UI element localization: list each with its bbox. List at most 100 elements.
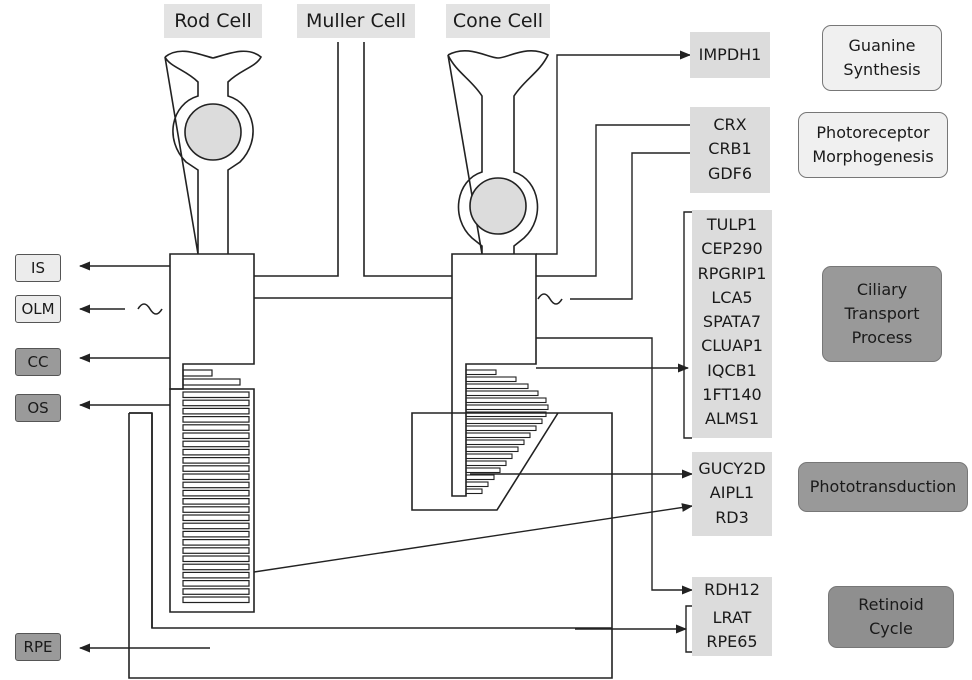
- rod-disk: [183, 540, 249, 546]
- cone-disk: [466, 433, 530, 438]
- rod-disk: [183, 379, 240, 385]
- cone-disk: [466, 391, 538, 396]
- rod-disk: [183, 499, 249, 505]
- gene-lca5: LCA5: [692, 286, 772, 310]
- rod-disk: [183, 449, 249, 455]
- layer-rpe: RPE: [15, 633, 61, 661]
- rod-disk: [183, 507, 249, 513]
- cone-nucleus: [470, 178, 526, 234]
- rod-disk: [183, 589, 249, 595]
- cone-disk: [466, 377, 516, 382]
- rod-inner-segment: [170, 254, 254, 389]
- ciliary-bracket: [684, 212, 692, 438]
- rpe-outline-inner: [129, 413, 152, 628]
- gene-box-ciliary: TULP1 CEP290 RPGRIP1 LCA5 SPATA7 CLUAP1 …: [692, 210, 772, 438]
- cone-disks: [466, 370, 548, 494]
- cone-disk: [466, 419, 542, 424]
- gene-rpgrip1: RPGRIP1: [692, 262, 772, 286]
- rod-disk: [183, 523, 249, 529]
- cone-disk: [466, 489, 482, 494]
- cone-disk: [466, 447, 518, 452]
- gene-spata7: SPATA7: [692, 310, 772, 334]
- rod-disk: [183, 581, 249, 587]
- rod-cell-title: Rod Cell: [164, 4, 262, 38]
- olm-wave-cone: [538, 294, 562, 304]
- category-phototransduction-label: Phototransduction: [810, 475, 957, 499]
- gene-iqcb1: IQCB1: [692, 359, 772, 383]
- gene-cep290: CEP290: [692, 237, 772, 261]
- rod-disk: [183, 572, 249, 578]
- rod-disk: [183, 392, 249, 398]
- rod-disk: [183, 425, 249, 431]
- gene-lrat: LRAT: [692, 606, 772, 630]
- category-retinoid-cycle-label: Retinoid Cycle: [858, 593, 924, 641]
- gene-crx: CRX: [690, 113, 770, 137]
- olm-wave-rod: [138, 304, 162, 314]
- aipl1-arrow: [254, 506, 692, 572]
- rod-disk: [183, 548, 249, 554]
- rod-disk: [183, 564, 249, 570]
- cone-disk: [466, 426, 536, 431]
- gene-gucy2d: GUCY2D: [692, 457, 772, 481]
- cone-disk: [466, 454, 512, 459]
- category-guanine-synthesis-label: Guanine Synthesis: [843, 34, 920, 82]
- layer-is: IS: [15, 254, 61, 282]
- gene-rdh12: RDH12: [692, 578, 772, 602]
- rod-disk: [183, 597, 249, 603]
- layer-cc: CC: [15, 348, 61, 376]
- gene-cluap1: CLUAP1: [692, 334, 772, 358]
- impdh1-arrow: [536, 55, 690, 254]
- rod-disk: [183, 556, 249, 562]
- cone-disk: [466, 461, 506, 466]
- layer-olm: OLM: [15, 295, 61, 323]
- crx-arrow: [536, 125, 705, 276]
- gene-tulp1: TULP1: [692, 213, 772, 237]
- rod-disk: [183, 370, 212, 376]
- category-retinoid-cycle: Retinoid Cycle: [828, 586, 954, 648]
- muller-cell: [254, 42, 452, 298]
- rod-disk: [183, 482, 249, 488]
- cone-disk: [466, 468, 500, 473]
- category-photoreceptor-morphogenesis-label: Photoreceptor Morphogenesis: [812, 121, 933, 169]
- gene-rpe65: RPE65: [692, 630, 772, 654]
- gene-impdh1: IMPDH1: [690, 43, 770, 67]
- rod-disks: [183, 370, 249, 603]
- rdh12-arrow: [536, 338, 692, 590]
- gene-box-guanine: IMPDH1: [690, 32, 770, 78]
- rod-nucleus: [185, 104, 241, 160]
- cone-disk: [466, 398, 546, 403]
- gene-aipl1: AIPL1: [692, 481, 772, 505]
- category-photoreceptor-morphogenesis: Photoreceptor Morphogenesis: [798, 112, 948, 178]
- rod-disk: [183, 515, 249, 521]
- rod-disk: [183, 474, 249, 480]
- crb1-arrow: [570, 153, 705, 299]
- gene-box-phototransduction: GUCY2D AIPL1 RD3: [692, 452, 772, 536]
- rod-disk: [183, 466, 249, 472]
- gene-gdf6: GDF6: [690, 162, 770, 186]
- cone-disk: [466, 370, 496, 375]
- cone-disk: [466, 440, 524, 445]
- gene-1ft140: 1FT140: [692, 383, 772, 407]
- gene-box-retinoid-rdh12: RDH12: [692, 577, 772, 604]
- gene-rd3: RD3: [692, 506, 772, 530]
- cone-disk: [466, 384, 528, 389]
- rod-disk: [183, 417, 249, 423]
- muller-cell-title: Muller Cell: [297, 4, 415, 38]
- gene-crb1: CRB1: [690, 137, 770, 161]
- gene-box-retinoid: LRAT RPE65: [692, 604, 772, 656]
- category-ciliary-transport-label: Ciliary Transport Process: [844, 278, 919, 350]
- cone-disk: [466, 405, 548, 410]
- cone-disk: [466, 482, 488, 487]
- rod-disk: [183, 433, 249, 439]
- gene-box-morphogenesis: CRX CRB1 GDF6: [690, 107, 770, 193]
- rod-disk: [183, 490, 249, 496]
- rod-disk: [183, 458, 249, 464]
- gene-alms1: ALMS1: [692, 407, 772, 431]
- layer-os: OS: [15, 394, 61, 422]
- cone-cell-title: Cone Cell: [446, 4, 550, 38]
- rod-disk: [183, 531, 249, 537]
- category-guanine-synthesis: Guanine Synthesis: [822, 25, 942, 91]
- rod-disk: [183, 441, 249, 447]
- rod-disk: [183, 400, 249, 406]
